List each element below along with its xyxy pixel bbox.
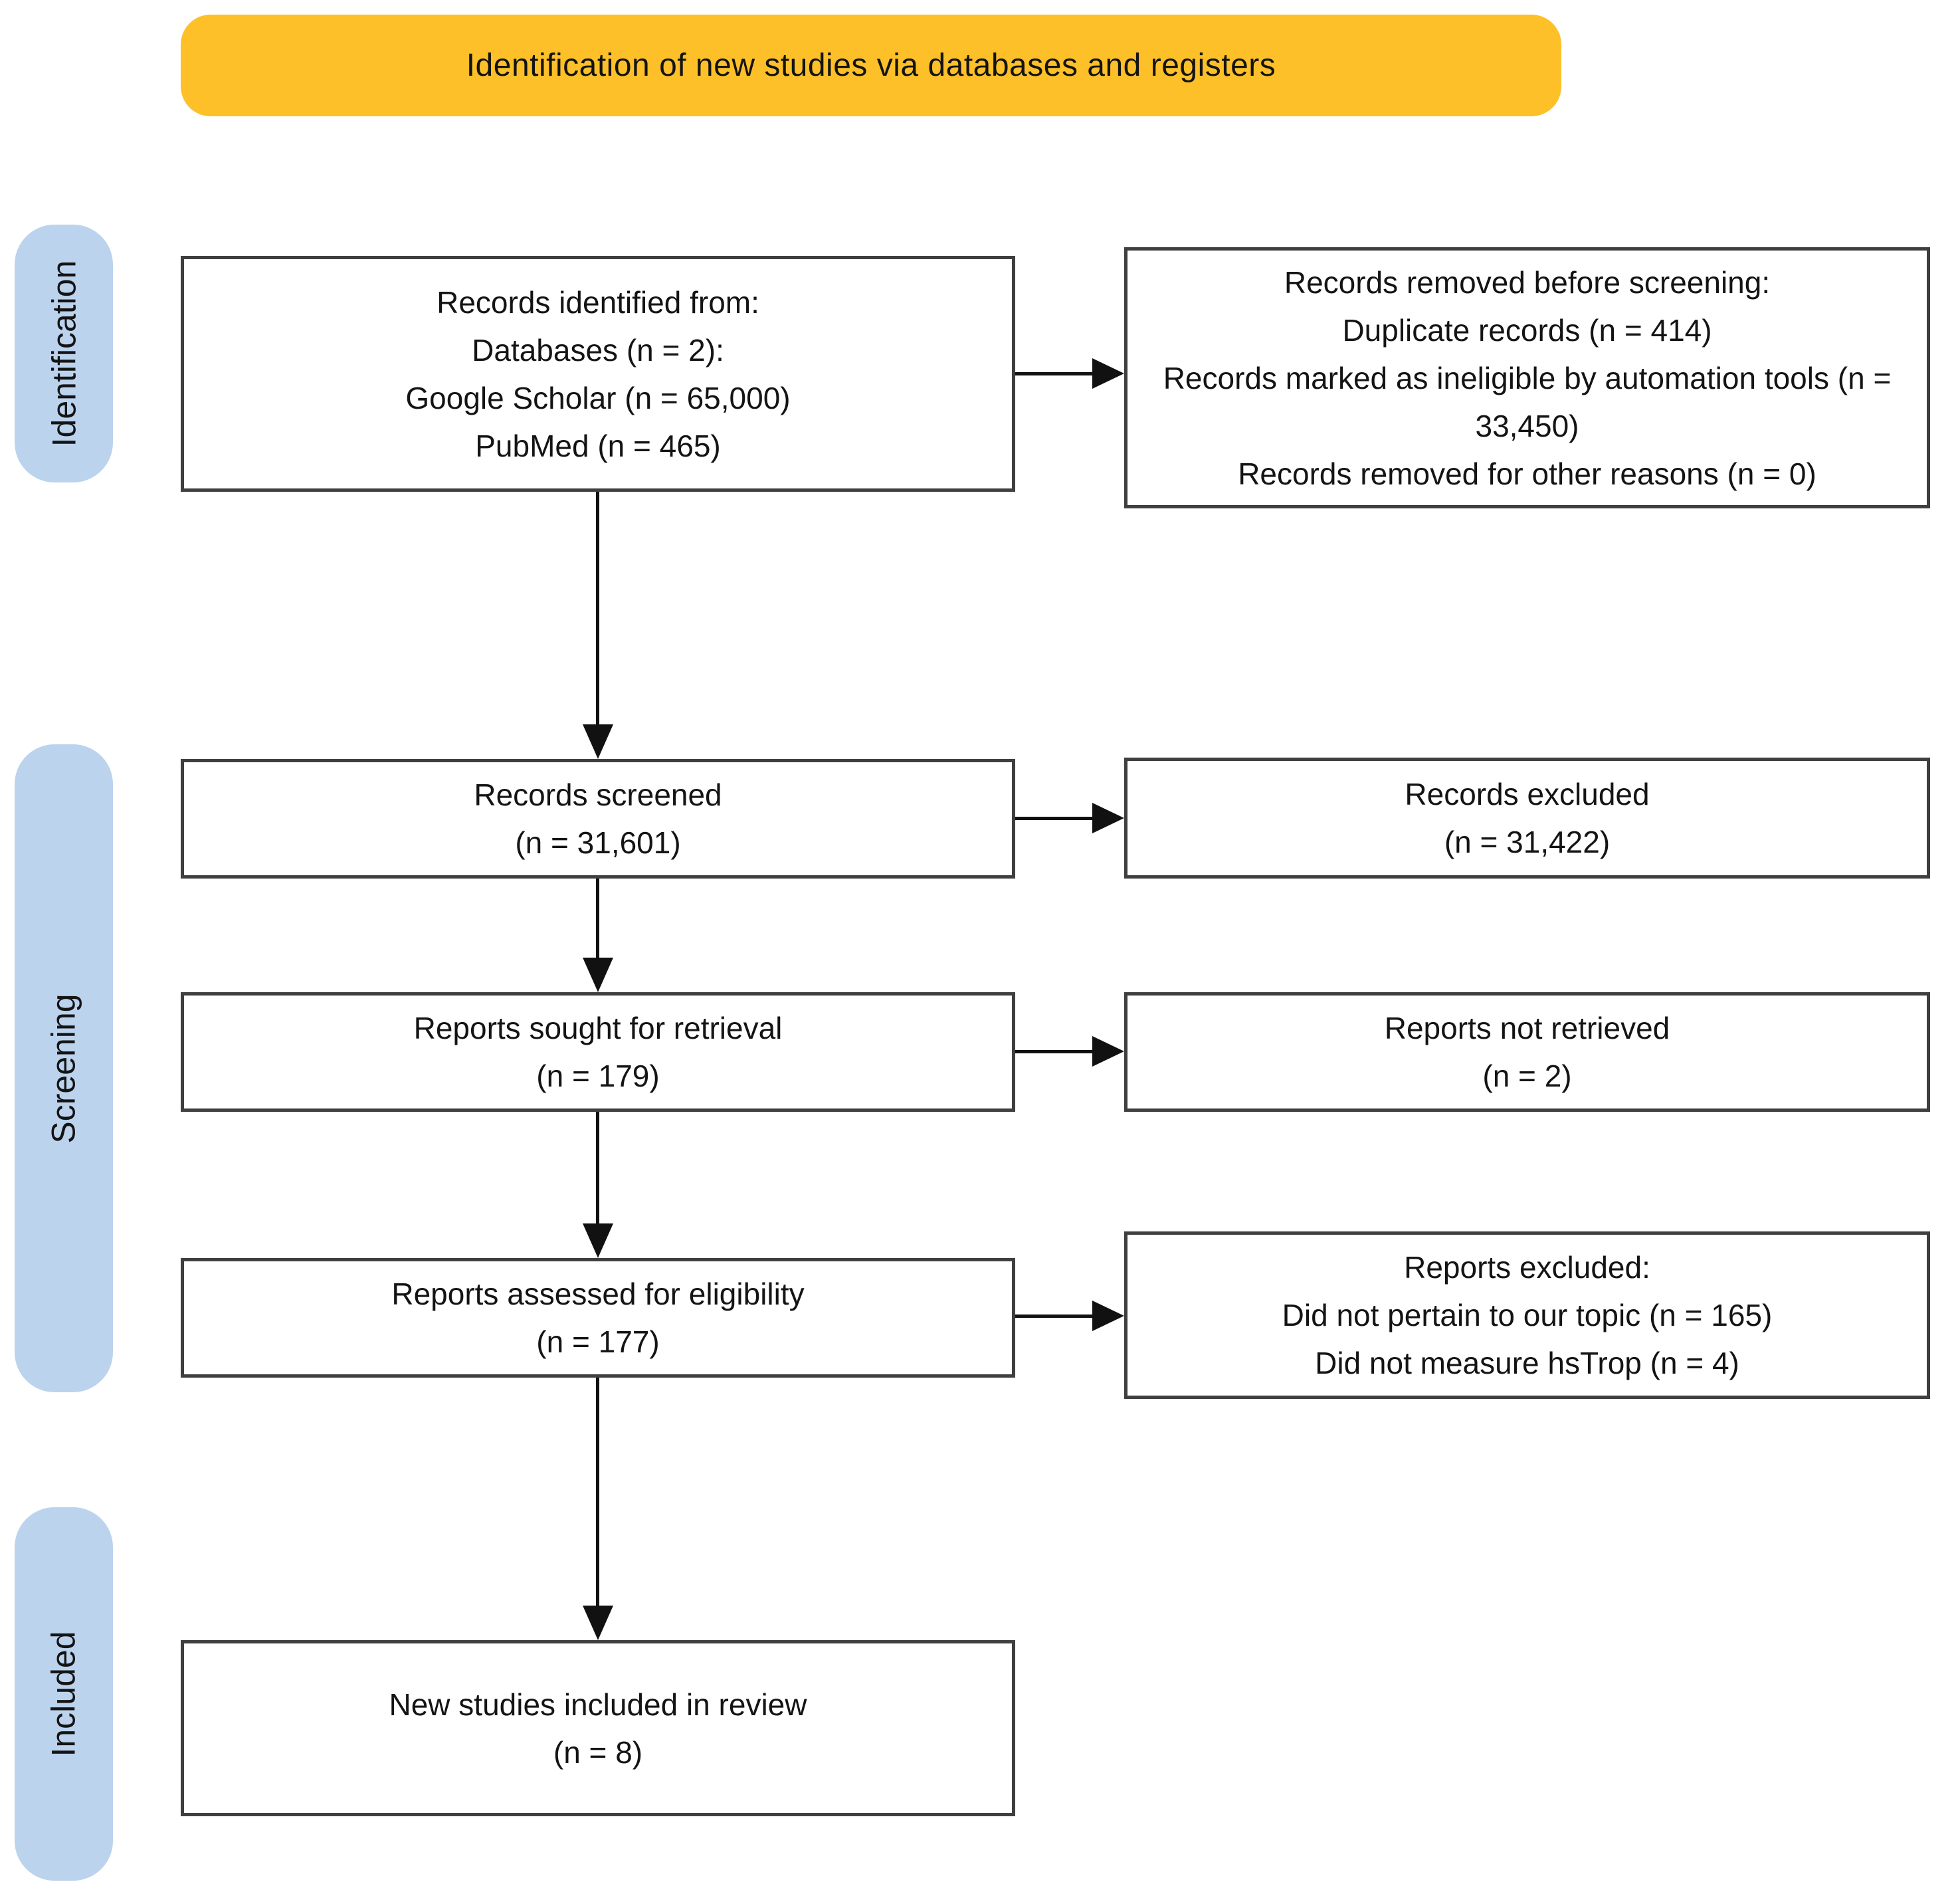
box-reports-excluded: Reports excluded: Did not pertain to our… [1124, 1231, 1930, 1399]
box-records-excluded: Records excluded (n = 31,422) [1124, 758, 1930, 879]
box-line: (n = 2) [1482, 1059, 1572, 1093]
box-line: Reports not retrieved [1384, 1011, 1670, 1045]
stage-label-included: Included [45, 1631, 83, 1757]
arrow-identified-to-screened-head [583, 724, 613, 759]
box-line: Duplicate records (n = 414) [1342, 312, 1712, 348]
arrow-sought-to-not-retrieved-shaft [1015, 1050, 1095, 1053]
box-line: Databases (n = 2): [472, 332, 724, 368]
box-line: Google Scholar (n = 65,000) [405, 380, 791, 415]
box-reports-not-retrieved: Reports not retrieved (n = 2) [1124, 992, 1930, 1112]
box-new-studies-included: New studies included in review (n = 8) [181, 1640, 1015, 1816]
arrow-screened-to-sought-shaft [596, 879, 599, 961]
box-line: (n = 8) [553, 1735, 643, 1770]
banner: Identification of new studies via databa… [181, 15, 1561, 116]
banner-title: Identification of new studies via databa… [466, 48, 1276, 83]
arrow-identified-to-removed-shaft [1015, 372, 1095, 375]
arrow-sought-to-not-retrieved-head [1092, 1036, 1124, 1067]
box-records-identified: Records identified from: Databases (n = … [181, 256, 1015, 492]
stage-label-screening: Screening [45, 993, 82, 1144]
box-records-removed: Records removed before screening: Duplic… [1124, 247, 1930, 508]
arrow-assessed-to-included-shaft [596, 1378, 599, 1609]
box-line: Records identified from: [437, 284, 759, 320]
box-line: Reports excluded: [1404, 1250, 1650, 1285]
box-reports-assessed: Reports assessed for eligibility (n = 17… [181, 1258, 1015, 1378]
box-line: (n = 179) [536, 1059, 660, 1093]
box-line: Records removed for other reasons (n = 0… [1238, 456, 1816, 491]
box-line: Reports assessed for eligibility [391, 1277, 805, 1311]
stage-pill-identification: Identification [15, 225, 113, 482]
box-line: Did not measure hsTrop (n = 4) [1315, 1346, 1739, 1380]
arrow-screened-to-sought-head [583, 958, 613, 992]
box-line: (n = 177) [536, 1324, 660, 1359]
box-line: Records screened [474, 778, 722, 812]
arrow-identified-to-screened-shaft [596, 492, 599, 728]
box-line: Records removed before screening: [1284, 264, 1771, 300]
stage-pill-screening: Screening [15, 744, 113, 1392]
arrow-screened-to-excluded-shaft [1015, 817, 1095, 820]
arrow-screened-to-excluded-head [1092, 803, 1124, 833]
arrow-assessed-to-reports-excluded-head [1092, 1301, 1124, 1331]
arrow-assessed-to-reports-excluded-shaft [1015, 1315, 1095, 1318]
box-line: Reports sought for retrieval [413, 1011, 783, 1045]
box-line: Did not pertain to our topic (n = 165) [1282, 1298, 1773, 1332]
stage-pill-included: Included [15, 1507, 113, 1881]
arrow-assessed-to-included-head [583, 1606, 613, 1640]
box-line: (n = 31,422) [1444, 825, 1611, 859]
arrow-sought-to-assessed-shaft [596, 1112, 599, 1227]
box-line: Records marked as ineligible by automati… [1163, 360, 1892, 443]
box-line: PubMed (n = 465) [475, 428, 721, 463]
box-records-screened: Records screened (n = 31,601) [181, 759, 1015, 879]
arrow-identified-to-removed-head [1092, 358, 1124, 389]
box-line: (n = 31,601) [515, 825, 681, 860]
stage-label-identification: Identification [45, 260, 82, 447]
box-line: New studies included in review [389, 1687, 807, 1722]
arrow-sought-to-assessed-head [583, 1223, 613, 1258]
box-reports-sought: Reports sought for retrieval (n = 179) [181, 992, 1015, 1112]
box-line: Records excluded [1405, 777, 1650, 811]
